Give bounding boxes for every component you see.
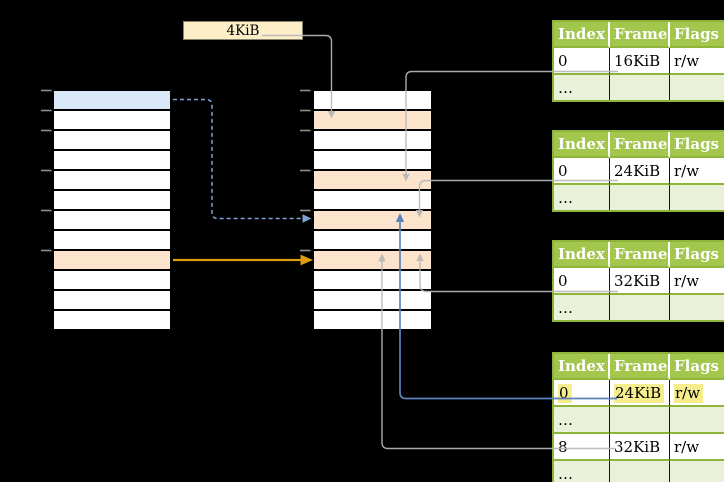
- physical-memory-column-row-8: [314, 251, 431, 271]
- arrow-virtual-orange-to-physical: [173, 254, 313, 266]
- page-size-label: 4KiB: [183, 21, 303, 40]
- table-cell: [610, 75, 670, 100]
- virtual-memory-column-row-5: [54, 191, 170, 211]
- table-cell: …: [554, 461, 610, 482]
- physical-memory-column-row-3: [314, 151, 431, 171]
- table-cell: [670, 461, 724, 482]
- virtual-memory-column-row-9: [54, 271, 170, 291]
- table-cell: 32KiB: [610, 268, 670, 295]
- page-table-1-row-1: …: [554, 75, 724, 100]
- table-cell: [610, 461, 670, 482]
- arrow-virtual-blue-to-physical: [173, 98, 312, 223]
- table-cell: [610, 407, 670, 434]
- virtual-memory-column-row-1: [54, 111, 170, 131]
- physical-memory-column-row-6: [314, 211, 431, 231]
- column-header-frame: Frame: [610, 22, 670, 48]
- table-cell: 0: [554, 268, 610, 295]
- physical-memory-column: [312, 89, 433, 331]
- column-header-index: Index: [554, 242, 610, 268]
- physical-memory-column-row-1: [314, 111, 431, 131]
- table-cell: r/w: [670, 158, 724, 185]
- table-cell: [670, 295, 724, 320]
- highlighted-value: r/w: [674, 383, 704, 403]
- column-header-index: Index: [554, 354, 610, 380]
- table-cell: r/w: [670, 268, 724, 295]
- table-cell: [670, 75, 724, 100]
- table-cell: [670, 407, 724, 434]
- table-cell: 8: [554, 434, 610, 461]
- arrowhead-right-icon: [302, 214, 312, 223]
- column-header-index: Index: [554, 22, 610, 48]
- page-table-2-row-1: …: [554, 185, 724, 210]
- page-table-3-row-1: …: [554, 295, 724, 320]
- virtual-memory-column-row-11: [54, 311, 170, 329]
- table-cell: …: [554, 75, 610, 100]
- virtual-memory-column: [52, 89, 172, 331]
- table-cell: 32KiB: [610, 434, 670, 461]
- physical-memory-column-row-0: [314, 91, 431, 111]
- column-header-flags: Flags: [670, 242, 724, 268]
- table-cell: …: [554, 295, 610, 320]
- page-table-4-row-3: …: [554, 461, 724, 482]
- page-table-4-row-0: 0 24KiB r/w: [554, 380, 724, 407]
- page-size-label-text: 4KiB: [226, 23, 260, 39]
- column-header-flags: Flags: [670, 354, 724, 380]
- virtual-memory-column-row-3: [54, 151, 170, 171]
- table-cell: 24KiB: [610, 158, 670, 185]
- virtual-memory-column-row-4: [54, 171, 170, 191]
- virtual-memory-column-row-0: [54, 91, 170, 111]
- table-cell: 0: [554, 380, 610, 407]
- table-cell: r/w: [670, 434, 724, 461]
- column-header-frame: Frame: [610, 242, 670, 268]
- column-header-frame: Frame: [610, 132, 670, 158]
- physical-memory-ticks: [300, 89, 311, 252]
- physical-memory-column-row-11: [314, 311, 431, 329]
- table-cell: …: [554, 407, 610, 434]
- table-cell: 0: [554, 48, 610, 75]
- table-cell: [610, 295, 670, 320]
- table-cell: 0: [554, 158, 610, 185]
- column-header-frame: Frame: [610, 354, 670, 380]
- page-table-4-row-1: …: [554, 407, 724, 434]
- table-cell: …: [554, 185, 610, 210]
- column-header-index: Index: [554, 132, 610, 158]
- virtual-memory-column-row-2: [54, 131, 170, 151]
- table-cell: r/w: [670, 48, 724, 75]
- physical-memory-column-row-10: [314, 291, 431, 311]
- table-cell: 16KiB: [610, 48, 670, 75]
- virtual-memory-column-row-8: [54, 251, 170, 271]
- highlighted-value: 0: [558, 383, 572, 403]
- virtual-memory-ticks: [41, 89, 52, 252]
- highlighted-value: 24KiB: [614, 383, 665, 403]
- physical-memory-column-row-9: [314, 271, 431, 291]
- virtual-memory-column-row-10: [54, 291, 170, 311]
- physical-memory-column-row-7: [314, 231, 431, 251]
- table-cell: r/w: [670, 380, 724, 407]
- column-header-flags: Flags: [670, 132, 724, 158]
- table-cell: 24KiB: [610, 380, 670, 407]
- physical-memory-column-row-4: [314, 171, 431, 191]
- physical-memory-column-row-5: [314, 191, 431, 211]
- table-cell: [610, 185, 670, 210]
- virtual-memory-column-row-6: [54, 211, 170, 231]
- table-cell: [670, 185, 724, 210]
- virtual-memory-column-row-7: [54, 231, 170, 251]
- column-header-flags: Flags: [670, 22, 724, 48]
- physical-memory-column-row-2: [314, 131, 431, 151]
